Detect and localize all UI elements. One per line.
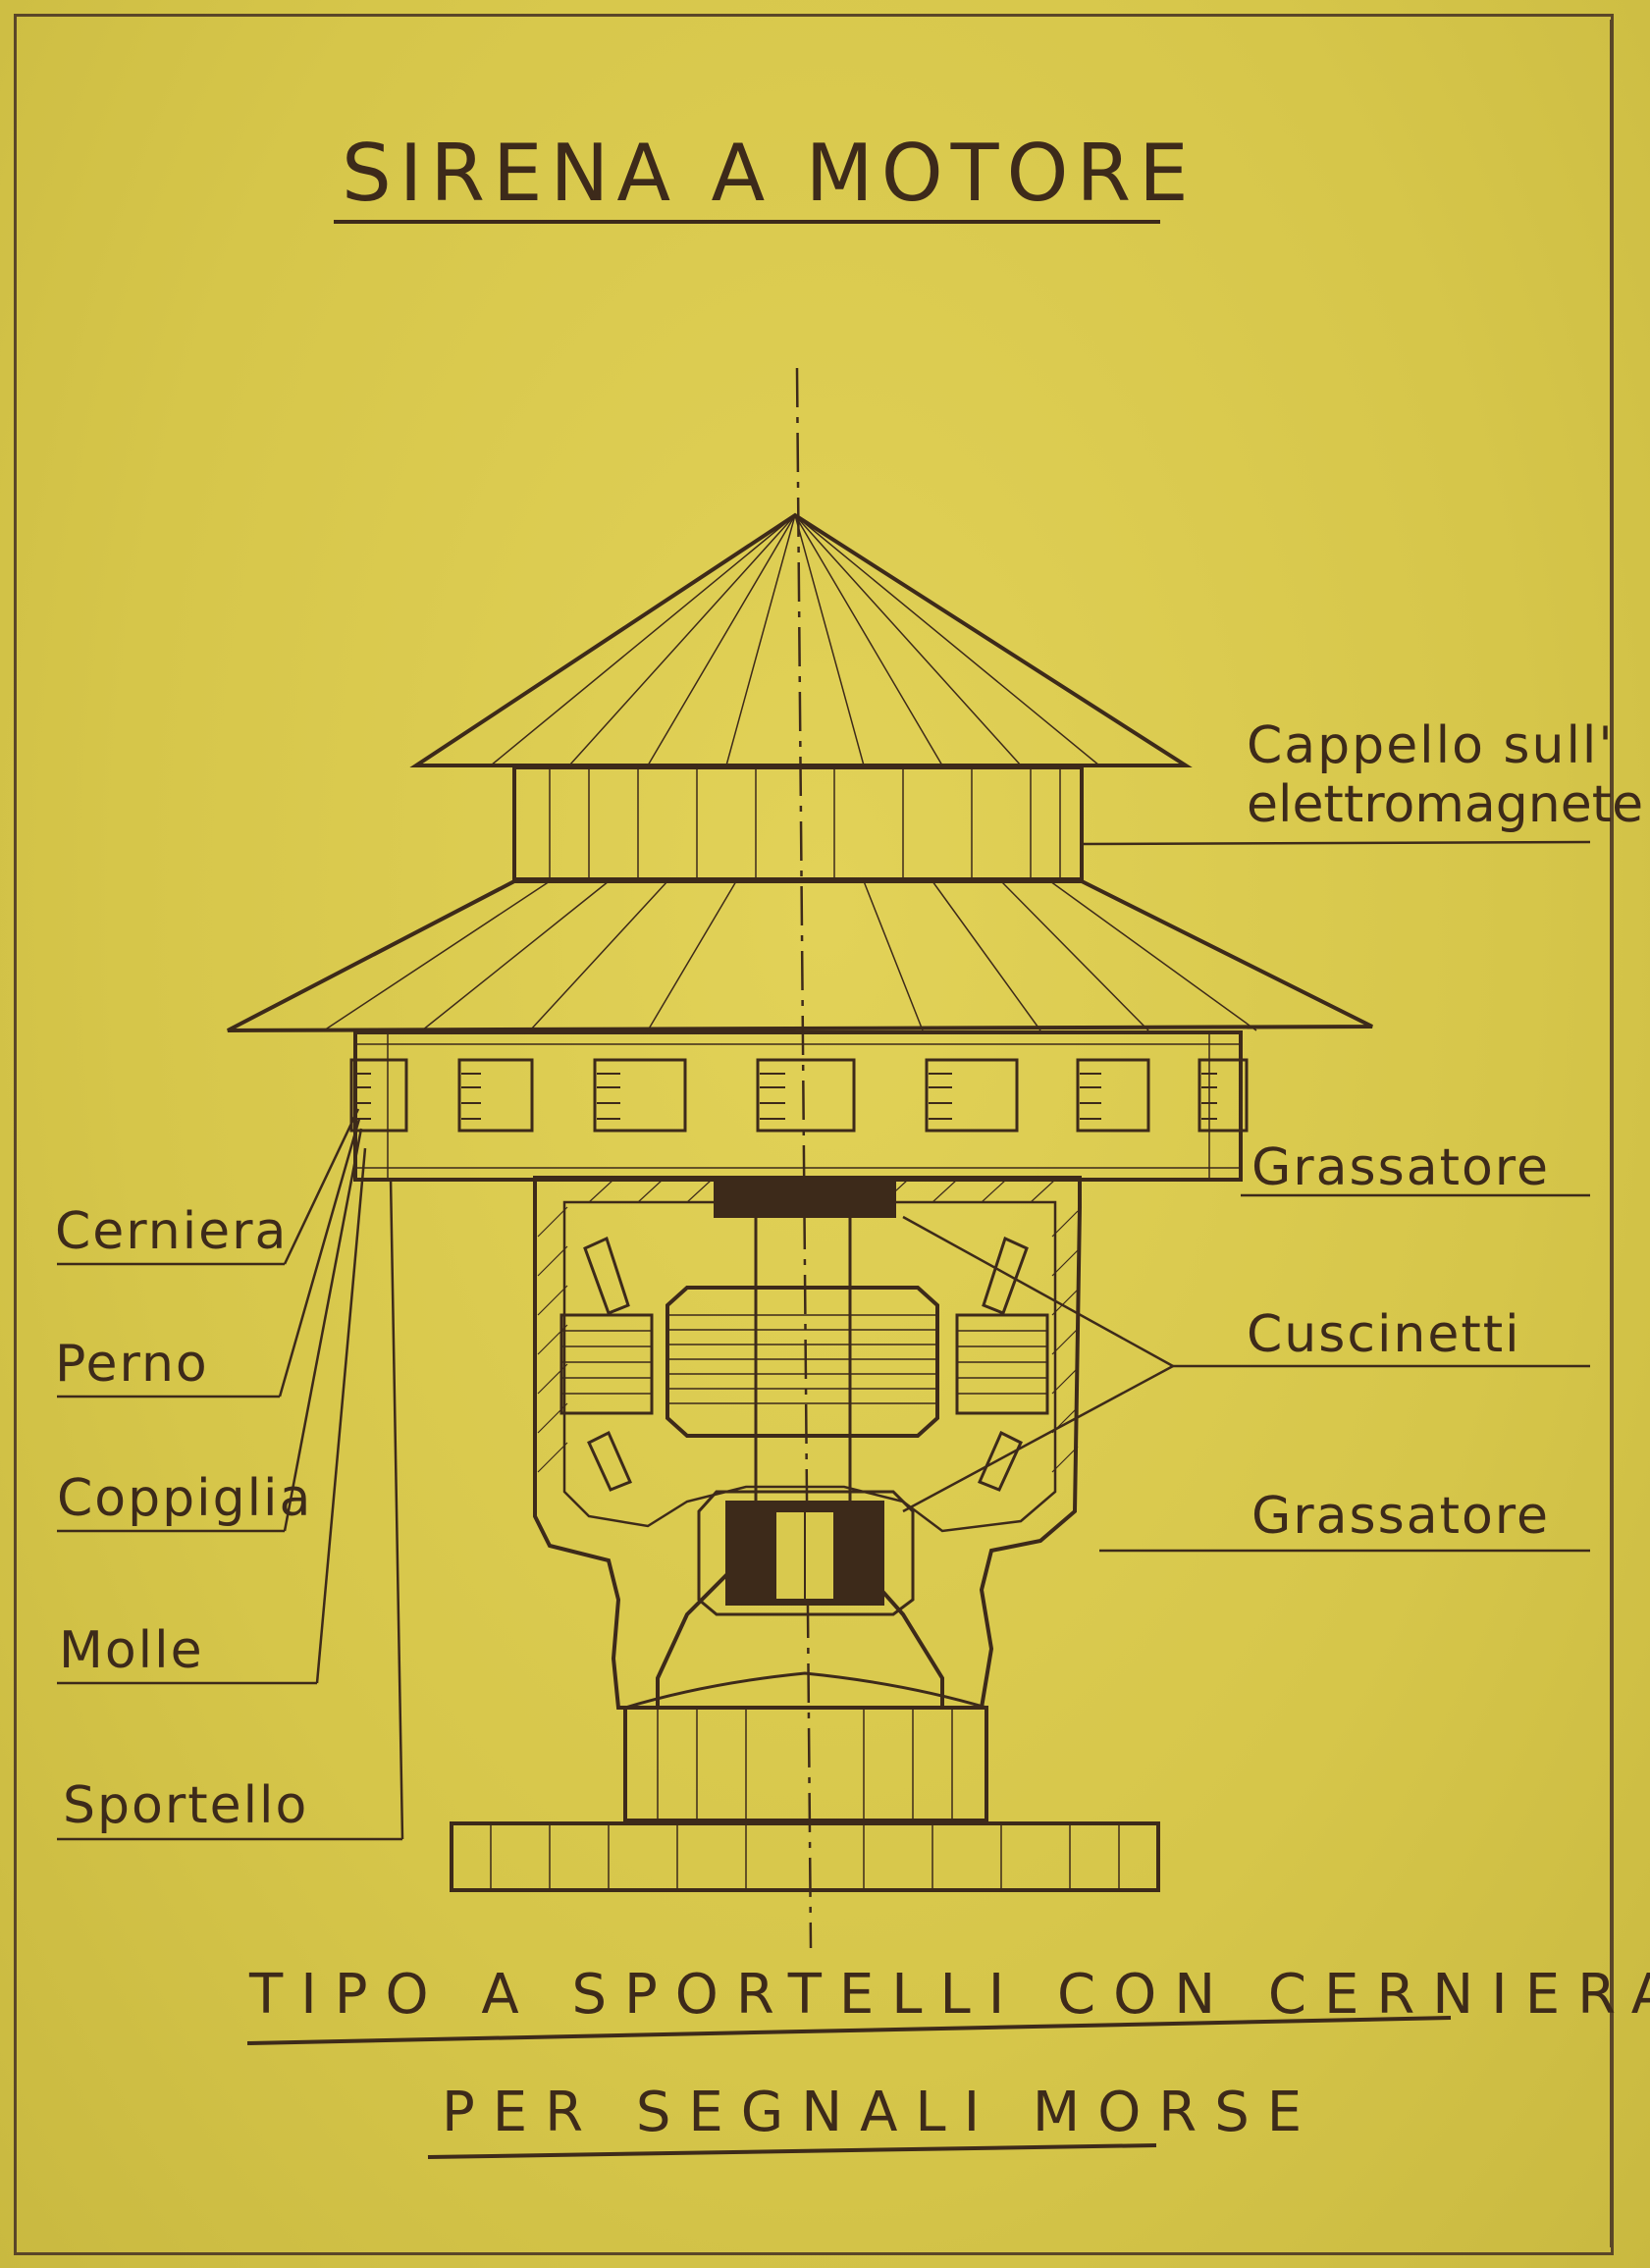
diagram-title: SIRENA A MOTORE (342, 128, 1197, 219)
caption-underline-1 (246, 2016, 1452, 2045)
label-perno: Perno (55, 1335, 209, 1394)
shutter (593, 1058, 687, 1133)
label-grassatore-bottom: Grassatore (1251, 1487, 1551, 1546)
label-grassatore-top: Grassatore (1251, 1138, 1551, 1197)
shutter (756, 1058, 856, 1133)
lower-bearing (697, 1490, 915, 1616)
label-sportello: Sportello (63, 1776, 309, 1835)
caption-underline-2 (427, 2143, 1157, 2159)
shutter (1198, 1058, 1249, 1133)
caption-line-1: TIPO A SPORTELLI CON CERNIERA (249, 1963, 1650, 2027)
support-column (623, 1671, 988, 1822)
sheet-border-right (1610, 20, 1613, 2247)
label-cappello-line2: elettromagnete (1247, 775, 1644, 834)
shutter (1076, 1058, 1150, 1133)
leader-lines-right (902, 840, 1591, 1553)
caption-line-2: PER SEGNALI MORSE (442, 2081, 1320, 2144)
rotor (665, 1286, 939, 1438)
lower-roof (227, 879, 1373, 1032)
base-plate (450, 1821, 1160, 1892)
shutter (349, 1058, 408, 1133)
leader-lines-left (57, 1108, 404, 1841)
label-coppiglia: Coppiglia (57, 1469, 313, 1528)
shutter (925, 1058, 1019, 1133)
center-axis (795, 367, 813, 1949)
shutter (457, 1058, 534, 1133)
label-cuscinetti: Cuscinetti (1247, 1305, 1521, 1364)
label-molle: Molle (59, 1621, 204, 1680)
label-cappello-line1: Cappello sull' (1247, 716, 1615, 775)
cap-cylinder (512, 765, 1084, 881)
upper-bearing (714, 1179, 896, 1218)
shutter-band (353, 1030, 1243, 1182)
shutters (349, 1058, 1249, 1133)
label-cerniera: Cerniera (55, 1202, 289, 1261)
